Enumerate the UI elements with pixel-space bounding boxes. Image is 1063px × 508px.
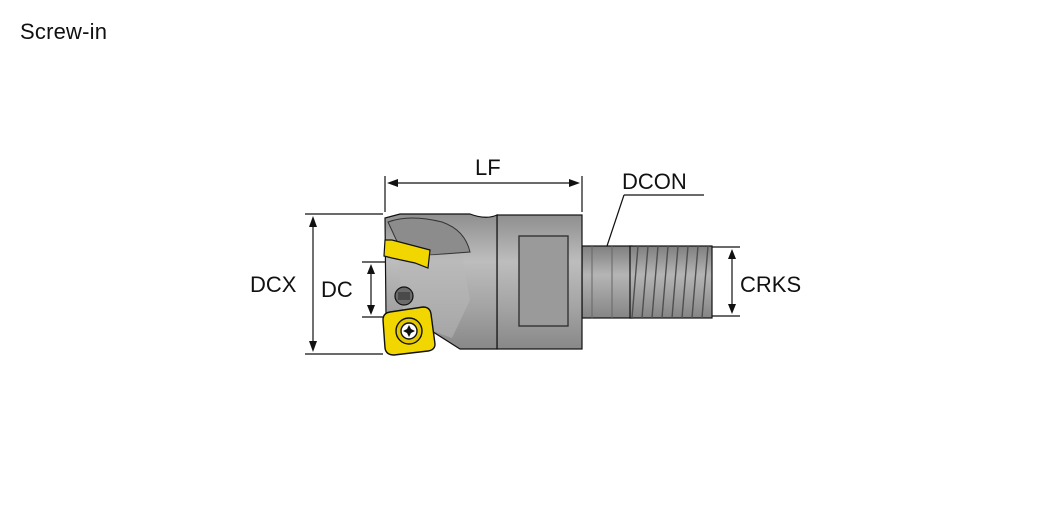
label-dc: DC xyxy=(321,277,353,302)
label-crks: CRKS xyxy=(740,272,801,297)
body-flat xyxy=(518,235,569,327)
shank-neck xyxy=(581,245,633,319)
page-title: Screw-in xyxy=(20,19,108,44)
threaded-shank xyxy=(629,245,713,319)
label-lf: LF xyxy=(475,155,501,180)
top-insert xyxy=(383,239,431,269)
dimension-lines xyxy=(305,176,740,355)
label-dcon: DCON xyxy=(622,169,687,194)
label-dcx: DCX xyxy=(250,272,297,297)
thread-lines xyxy=(631,245,709,319)
milling-cutter xyxy=(382,213,713,356)
